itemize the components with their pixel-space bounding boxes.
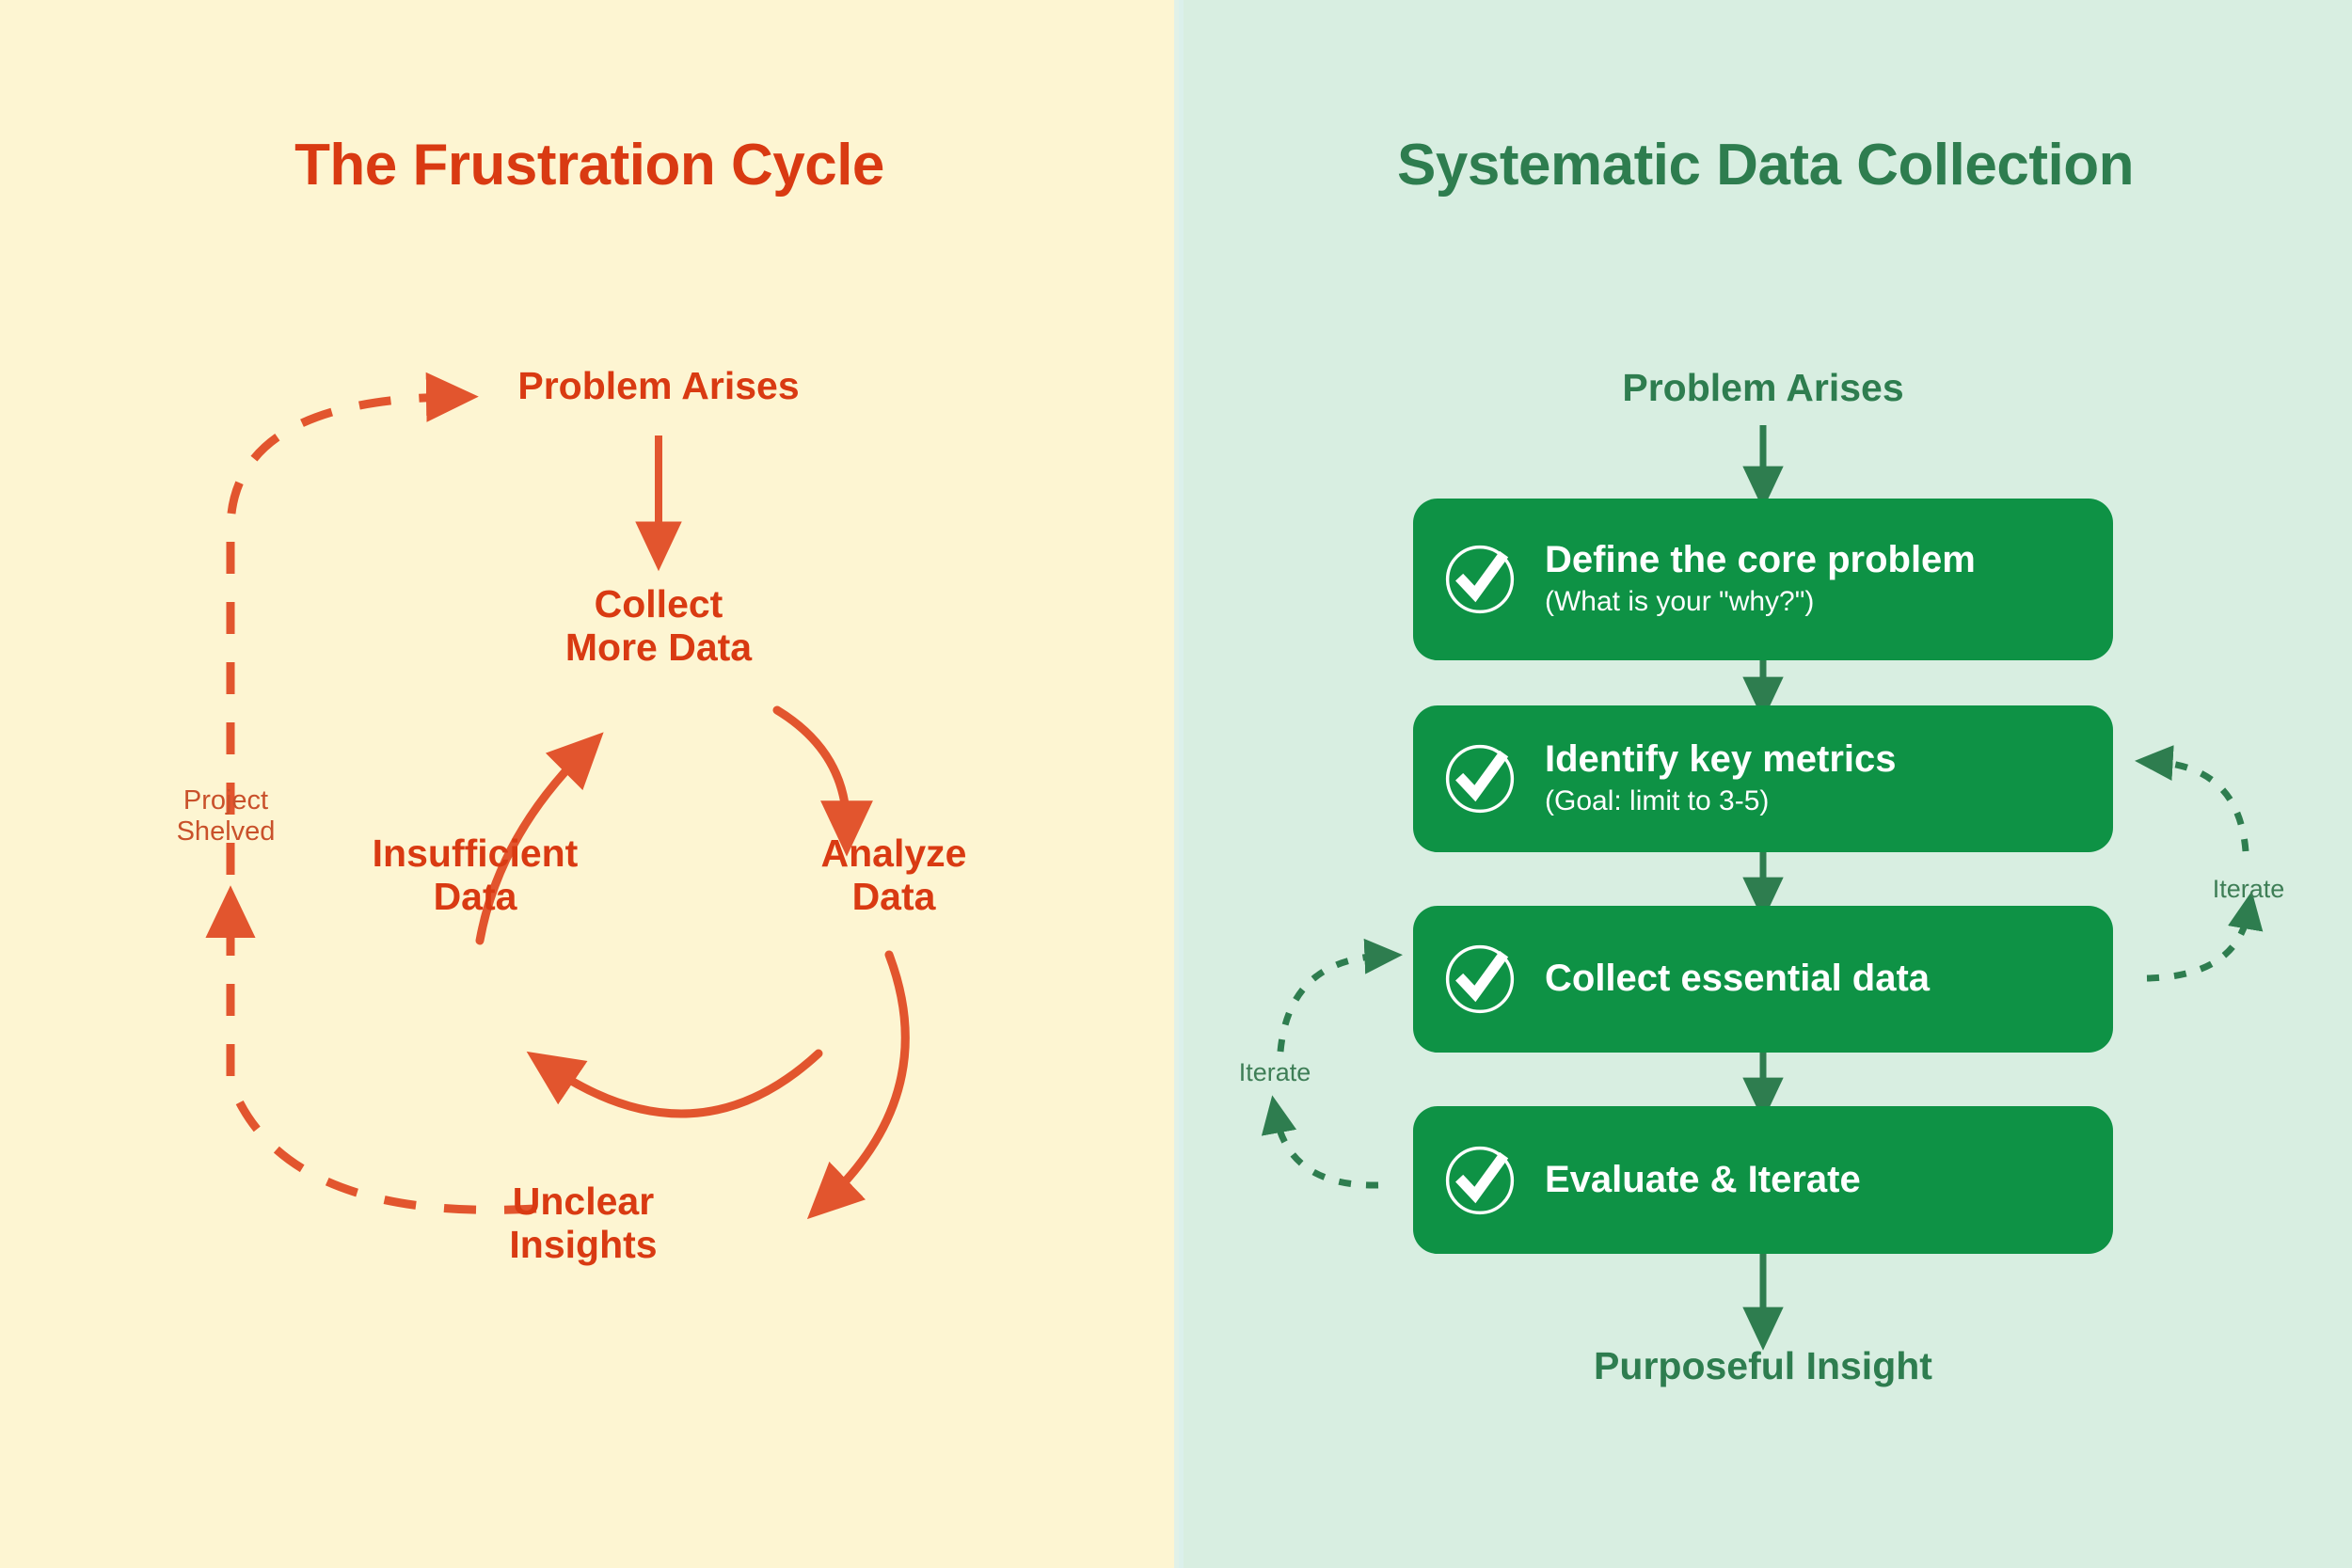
step-evaluate-and-iterate[interactable]: Evaluate & Iterate (1413, 1106, 2113, 1254)
step-subtitle: (What is your "why?") (1545, 585, 1815, 617)
check-circle-icon (1439, 738, 1520, 819)
step-subtitle: (Goal: limit to 3-5) (1545, 784, 1770, 816)
check-circle-icon (1439, 939, 1520, 1020)
check-circle-icon (1439, 1140, 1520, 1221)
step-title: Evaluate & Iterate (1545, 1158, 1861, 1200)
node-problem-arises: Problem Arises (517, 364, 800, 407)
step-define-core-problem[interactable]: Define the core problem (What is your "w… (1413, 499, 2113, 660)
node-insufficient-data: Insufficient Data (372, 832, 579, 918)
left-panel-title: The Frustration Cycle (294, 133, 884, 198)
node-analyze-data: Analyze Data (820, 832, 967, 918)
label-purposeful-insight: Purposeful Insight (1594, 1344, 1932, 1387)
step-identify-key-metrics[interactable]: Identify key metrics (Goal: limit to 3-5… (1413, 705, 2113, 852)
node-unclear-insights: Unclear Insights (509, 1180, 658, 1266)
label-iterate-right: Iterate (2212, 875, 2285, 903)
step-title: Collect essential data (1545, 958, 1931, 1000)
node-collect-more-data: Collect More Data (564, 582, 753, 669)
label-iterate-left: Iterate (1238, 1058, 1311, 1086)
label-problem-arises-start: Problem Arises (1622, 366, 1904, 409)
right-panel-title: Systematic Data Collection (1397, 133, 2134, 198)
label-project-shelved: Project Shelved (176, 785, 276, 847)
step-collect-essential-data[interactable]: Collect essential data (1413, 906, 2113, 1053)
panel-divider (1174, 0, 1184, 1568)
check-circle-icon (1439, 539, 1520, 620)
step-title: Define the core problem (1545, 539, 1976, 581)
step-title: Identify key metrics (1545, 738, 1897, 781)
frustration-cycle-panel (0, 0, 1179, 1568)
